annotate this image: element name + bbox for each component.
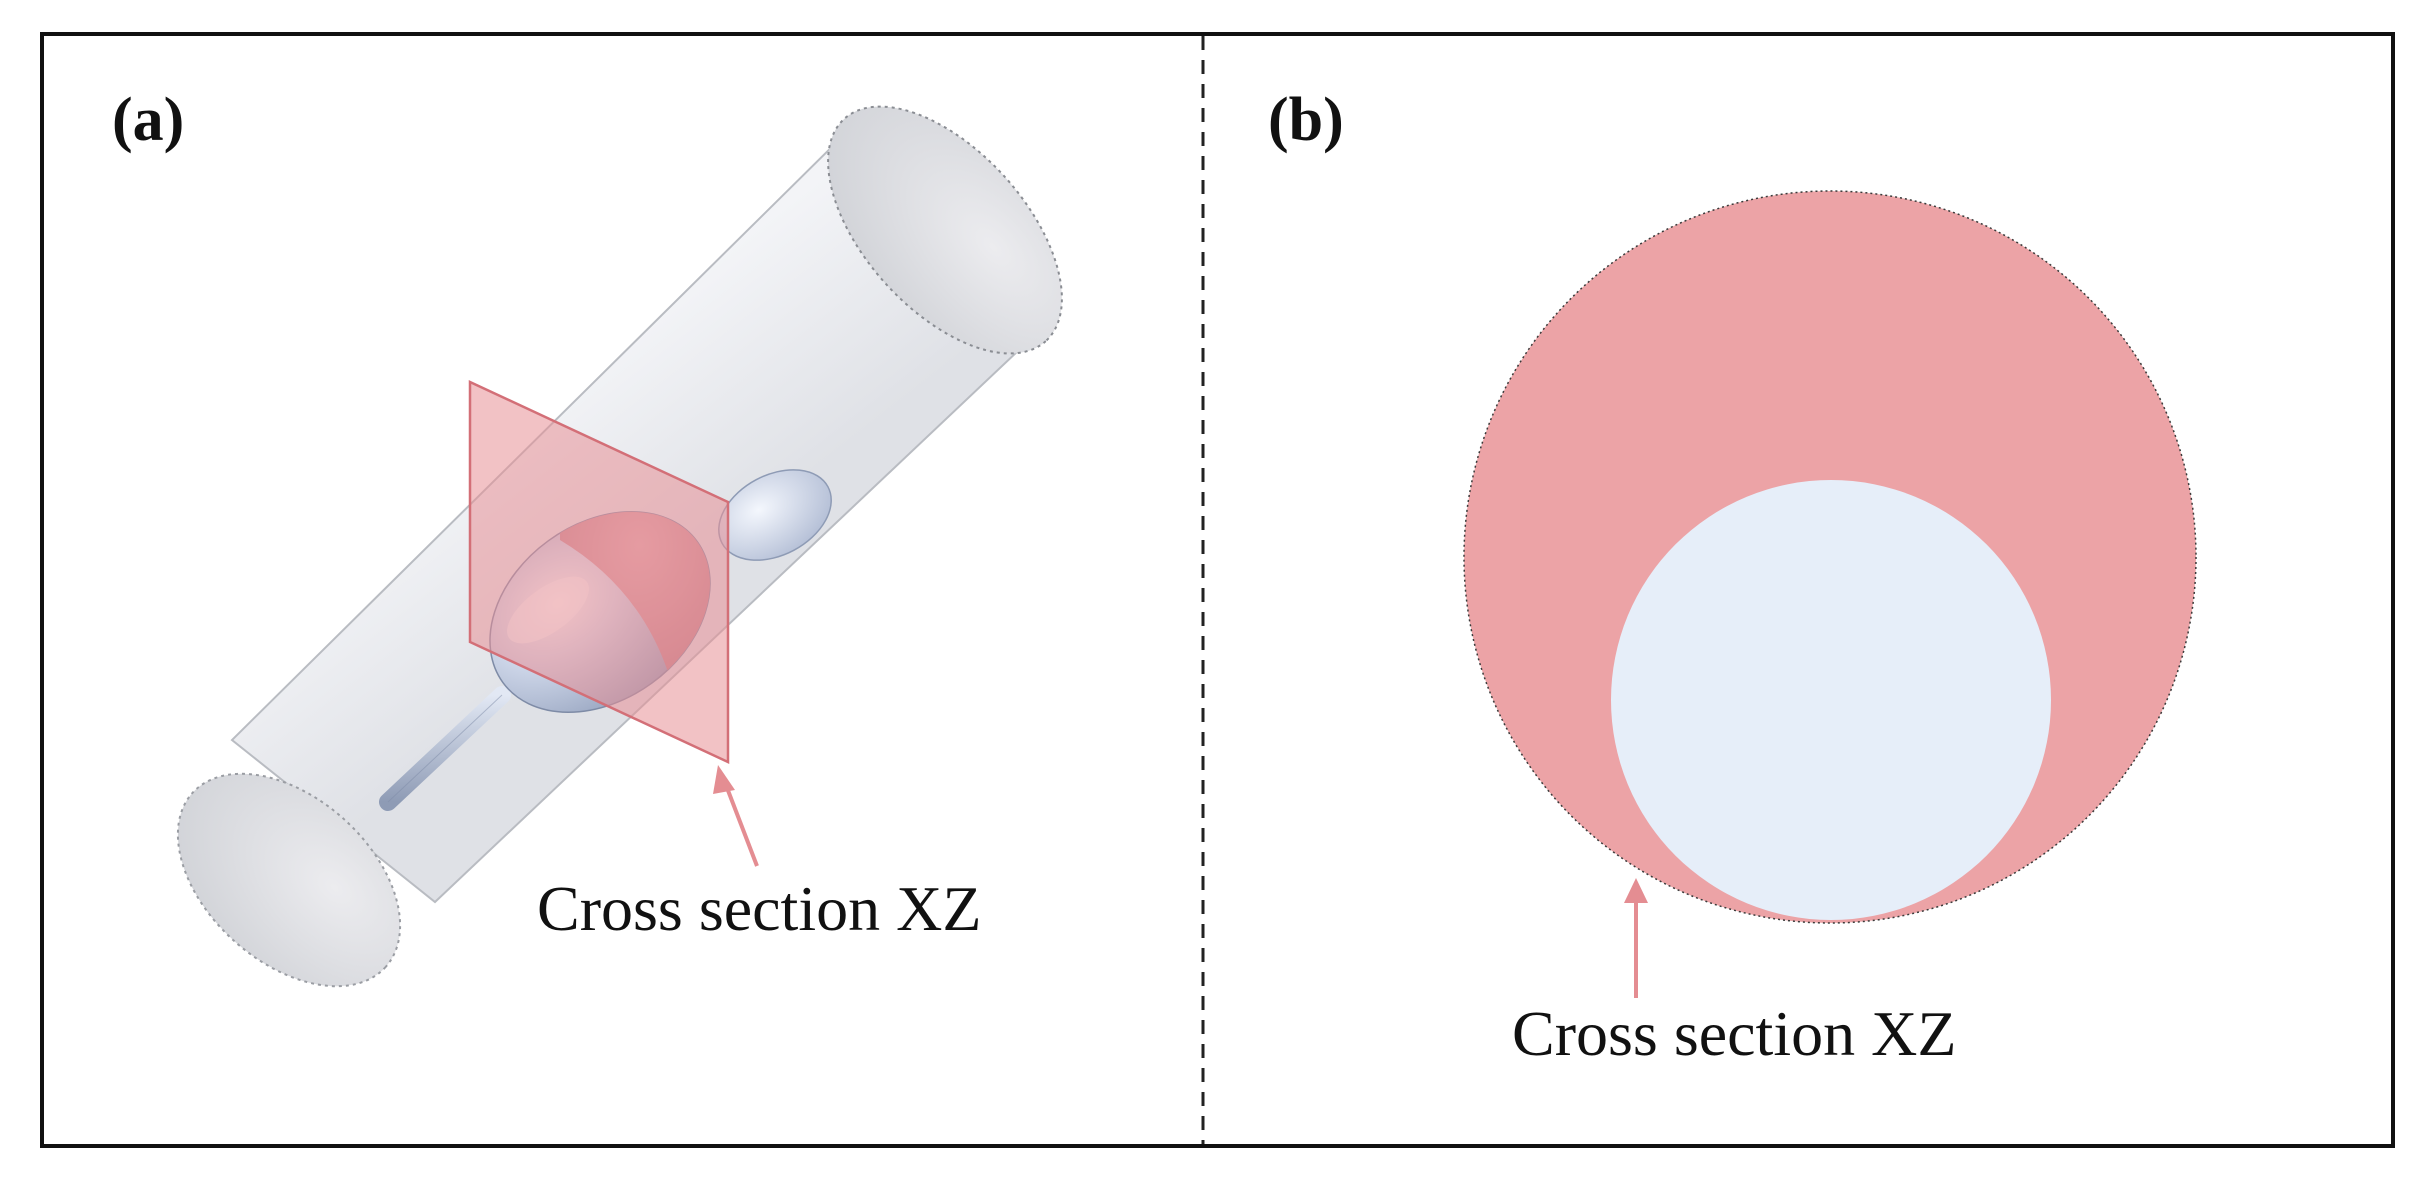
panel-b: (b) Cross section XZ: [1268, 86, 2197, 1069]
annotation-arrow-a: [713, 765, 759, 867]
tube-back-cap: [827, 105, 1063, 355]
panel-a-label: (a): [112, 86, 184, 154]
bubble-cross-section: [1611, 480, 2051, 920]
annotation-arrow-b: [1624, 878, 1648, 998]
tube-front-cap: [176, 772, 402, 988]
panel-a: (a) Cross section: [112, 86, 1063, 988]
figure-frame: [40, 32, 2395, 1148]
annotation-label-b: Cross section XZ: [1512, 998, 1956, 1069]
annotation-label-a: Cross section XZ: [537, 873, 981, 944]
cross-section-plane: [468, 380, 730, 764]
panel-b-label: (b): [1268, 86, 1344, 154]
bubble-stem: [379, 686, 511, 811]
